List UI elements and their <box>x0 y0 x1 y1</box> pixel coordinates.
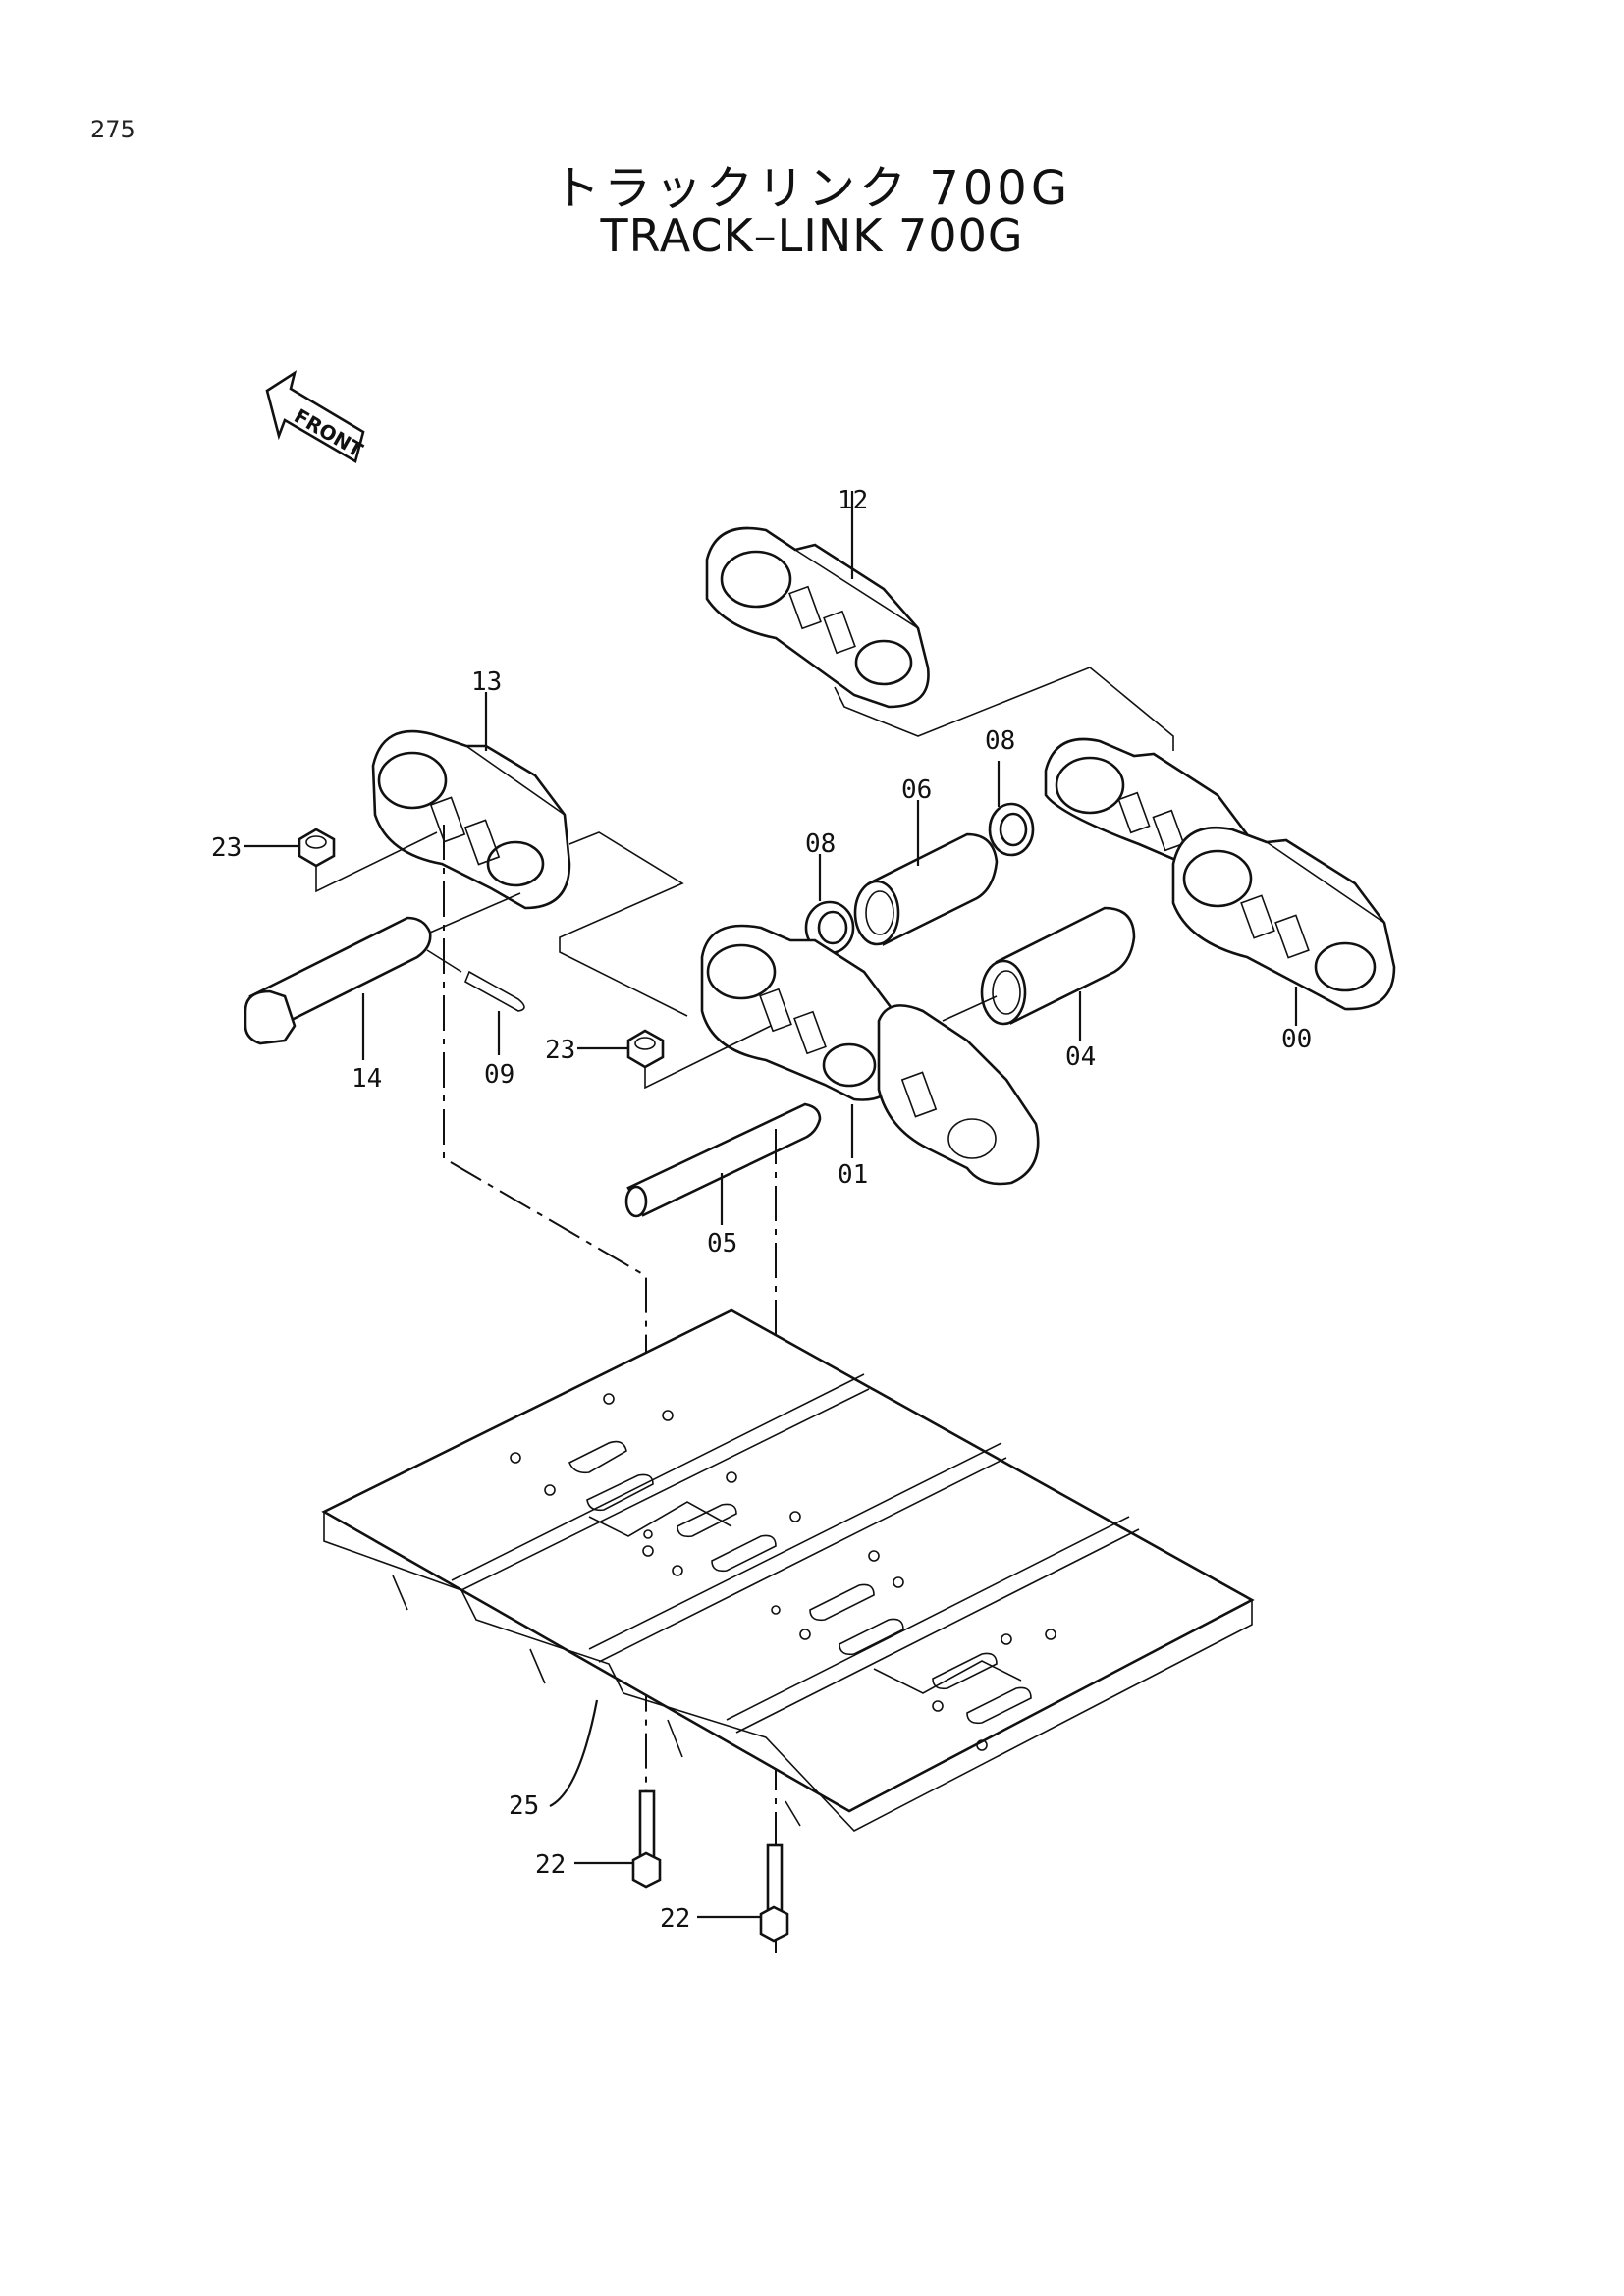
front-arrow-icon: FRONT <box>265 370 367 463</box>
callout-08-left: 08 <box>805 829 836 859</box>
callout-23-lower: 23 <box>545 1036 575 1065</box>
title-japanese: トラックリンク 700G <box>552 161 1072 216</box>
title-english: TRACK–LINK 700G <box>600 209 1024 262</box>
nut-23-lower <box>626 1029 665 1069</box>
callout-04: 04 <box>1065 1042 1096 1072</box>
callout-01: 01 <box>838 1160 868 1190</box>
callout-22-right: 22 <box>660 1904 690 1934</box>
nut-23-upper <box>298 828 336 868</box>
bushing-04 <box>980 906 1136 1026</box>
bolt-22-right <box>759 1843 789 1943</box>
callout-13: 13 <box>471 667 502 697</box>
track-link-13 <box>371 729 571 910</box>
track-shoe-25 <box>321 1308 1255 1832</box>
callout-08-right: 08 <box>985 726 1015 756</box>
callout-00: 00 <box>1281 1025 1312 1054</box>
callout-23-upper: 23 <box>211 833 242 863</box>
pin-14 <box>244 916 432 1060</box>
seal-08-right <box>988 802 1035 857</box>
bolt-22-left <box>631 1789 662 1889</box>
callout-09: 09 <box>484 1060 514 1090</box>
track-link-assembly-00 <box>1044 737 1396 1011</box>
callout-22-left: 22 <box>535 1850 566 1880</box>
callout-05: 05 <box>707 1229 737 1258</box>
track-link-12 <box>705 526 930 709</box>
track-link-01 <box>700 924 1040 1186</box>
callout-25: 25 <box>509 1791 539 1821</box>
callout-06: 06 <box>901 775 932 805</box>
page-number: 275 <box>90 116 135 143</box>
pin-05 <box>624 1102 822 1218</box>
callout-12: 12 <box>838 486 868 515</box>
bushing-06 <box>853 832 999 946</box>
callout-14: 14 <box>352 1064 382 1094</box>
cotter-pin-09 <box>426 949 525 1012</box>
